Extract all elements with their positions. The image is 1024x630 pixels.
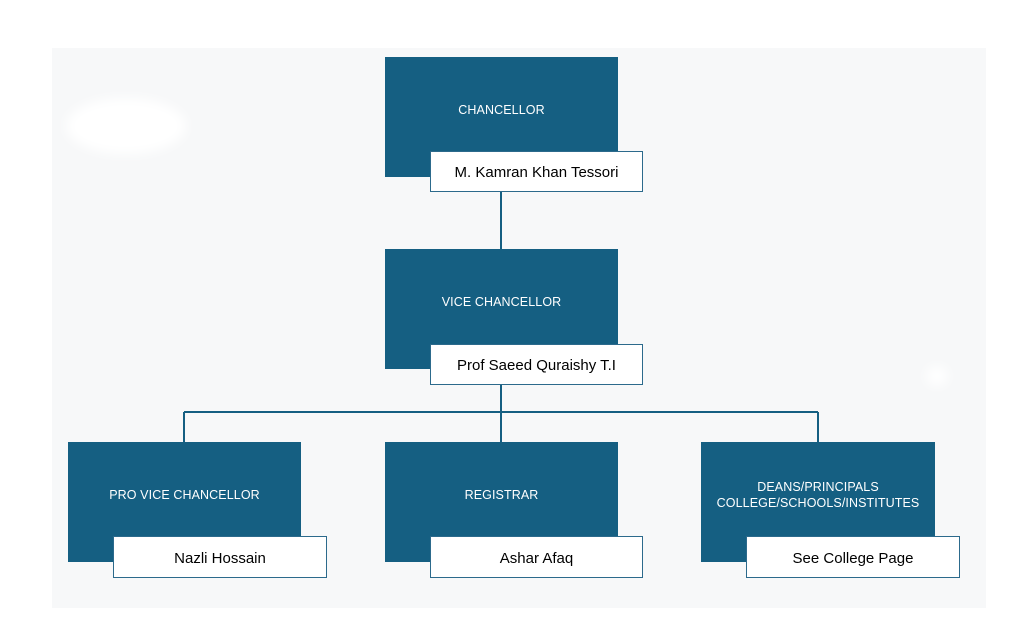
background-highlight xyxy=(926,366,948,386)
registrar-title: REGISTRAR xyxy=(464,488,539,502)
vice-chancellor-name-tag: Prof Saeed Quraishy T.I xyxy=(430,344,643,385)
vice-chancellor-title: VICE CHANCELLOR xyxy=(441,295,562,309)
pro-vice-chancellor-name-tag: Nazli Hossain xyxy=(113,536,327,578)
deans-title: DEANS/PRINCIPALS COLLEGE/SCHOOLS/INSTITU… xyxy=(716,480,920,510)
chancellor-title: CHANCELLOR xyxy=(458,103,545,117)
registrar-name-tag: Ashar Afaq xyxy=(430,536,643,578)
background-highlight xyxy=(66,98,186,154)
deans-name: See College Page xyxy=(792,549,914,567)
registrar-name: Ashar Afaq xyxy=(499,549,574,567)
chancellor-name-tag: M. Kamran Khan Tessori xyxy=(430,151,643,192)
chancellor-name: M. Kamran Khan Tessori xyxy=(454,164,619,181)
pro-vice-chancellor-title: PRO VICE CHANCELLOR xyxy=(109,488,260,502)
pro-vice-chancellor-name: Nazli Hossain xyxy=(174,549,266,567)
vice-chancellor-name: Prof Saeed Quraishy T.I xyxy=(457,357,616,374)
deans-name-tag: See College Page xyxy=(746,536,960,578)
